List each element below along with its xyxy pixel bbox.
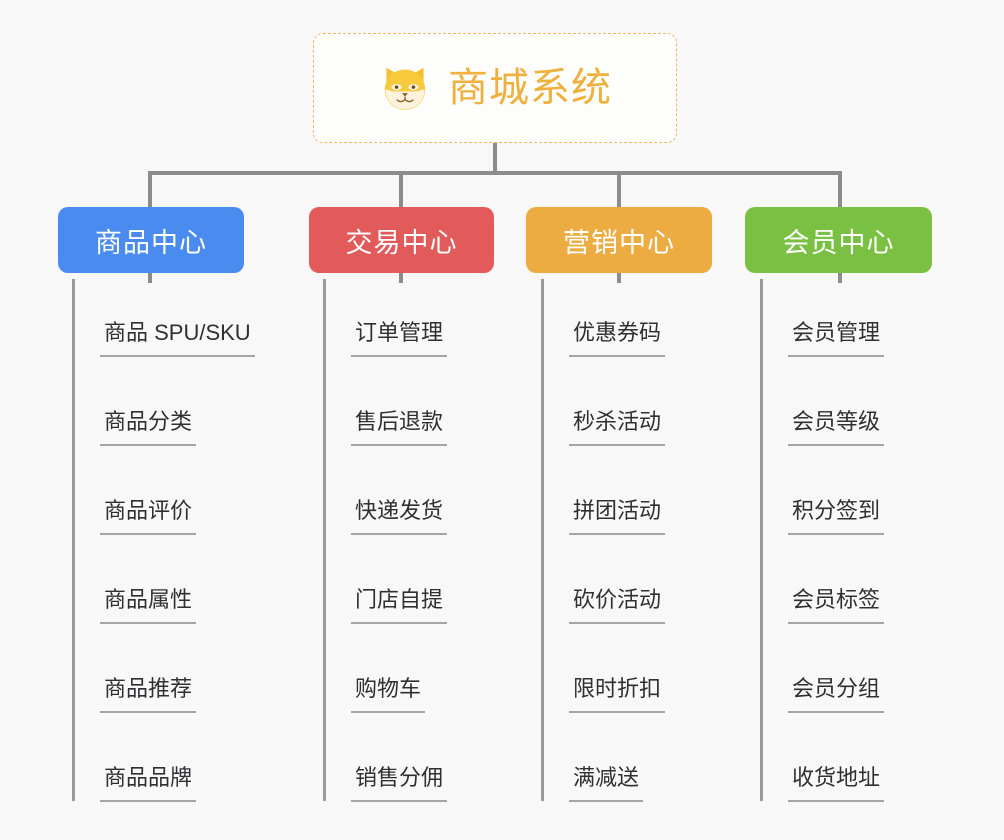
branch-item[interactable]: 购物车 [351, 676, 426, 714]
root-title: 商城系统 [448, 66, 612, 110]
branch-item[interactable]: 满减送 [569, 765, 644, 803]
branch-item[interactable]: 商品分类 [100, 409, 197, 447]
shiba-dog-face-icon [378, 61, 432, 115]
branch-item[interactable]: 会员管理 [788, 320, 885, 358]
branch-spine-1 [72, 279, 75, 801]
branch-header-label: 营销中心 [563, 227, 675, 258]
branch-item[interactable]: 会员等级 [788, 409, 885, 447]
branch-item[interactable]: 会员分组 [788, 676, 885, 714]
branch-drop-connector-3 [617, 171, 621, 209]
branch-spine-3 [541, 279, 544, 801]
branch-item[interactable]: 商品属性 [100, 587, 197, 625]
branch-header-4[interactable]: 会员中心 [745, 207, 932, 273]
branch-stub-connector-2 [399, 273, 403, 283]
branch-item[interactable]: 门店自提 [351, 587, 448, 625]
branch-bus-connector [148, 171, 842, 175]
branch-item[interactable]: 销售分佣 [351, 765, 448, 803]
branch-item[interactable]: 商品 SPU/SKU [100, 320, 255, 358]
branch-item[interactable]: 商品品牌 [100, 765, 197, 803]
branch-item[interactable]: 秒杀活动 [569, 409, 666, 447]
root-node[interactable]: 商城系统 [313, 33, 677, 143]
branch-spine-2 [323, 279, 326, 801]
branch-item[interactable]: 商品推荐 [100, 676, 197, 714]
branch-header-label: 交易中心 [345, 227, 458, 258]
branch-header-label: 会员中心 [782, 227, 895, 258]
branch-item[interactable]: 快递发货 [351, 498, 448, 536]
branch-stub-connector-3 [617, 273, 621, 283]
branch-item[interactable]: 积分签到 [788, 498, 885, 536]
branch-stub-connector-4 [838, 273, 842, 283]
root-stem-connector [493, 143, 497, 175]
branch-item[interactable]: 拼团活动 [569, 498, 666, 536]
branch-drop-connector-1 [148, 171, 152, 209]
branch-header-2[interactable]: 交易中心 [309, 207, 494, 273]
branch-header-3[interactable]: 营销中心 [526, 207, 712, 273]
branch-item[interactable]: 售后退款 [351, 409, 448, 447]
branch-item[interactable]: 会员标签 [788, 587, 885, 625]
branch-spine-4 [760, 279, 763, 801]
branch-item[interactable]: 限时折扣 [569, 676, 666, 714]
branch-header-label: 商品中心 [95, 227, 207, 258]
branch-drop-connector-2 [399, 171, 403, 209]
branch-item[interactable]: 商品评价 [100, 498, 197, 536]
branch-item[interactable]: 订单管理 [351, 320, 448, 358]
branch-item[interactable]: 砍价活动 [569, 587, 666, 625]
branch-stub-connector-1 [148, 273, 152, 283]
branch-drop-connector-4 [838, 171, 842, 209]
branch-item[interactable]: 收货地址 [788, 765, 885, 803]
branch-item[interactable]: 优惠券码 [569, 320, 666, 358]
branch-header-1[interactable]: 商品中心 [58, 207, 244, 273]
